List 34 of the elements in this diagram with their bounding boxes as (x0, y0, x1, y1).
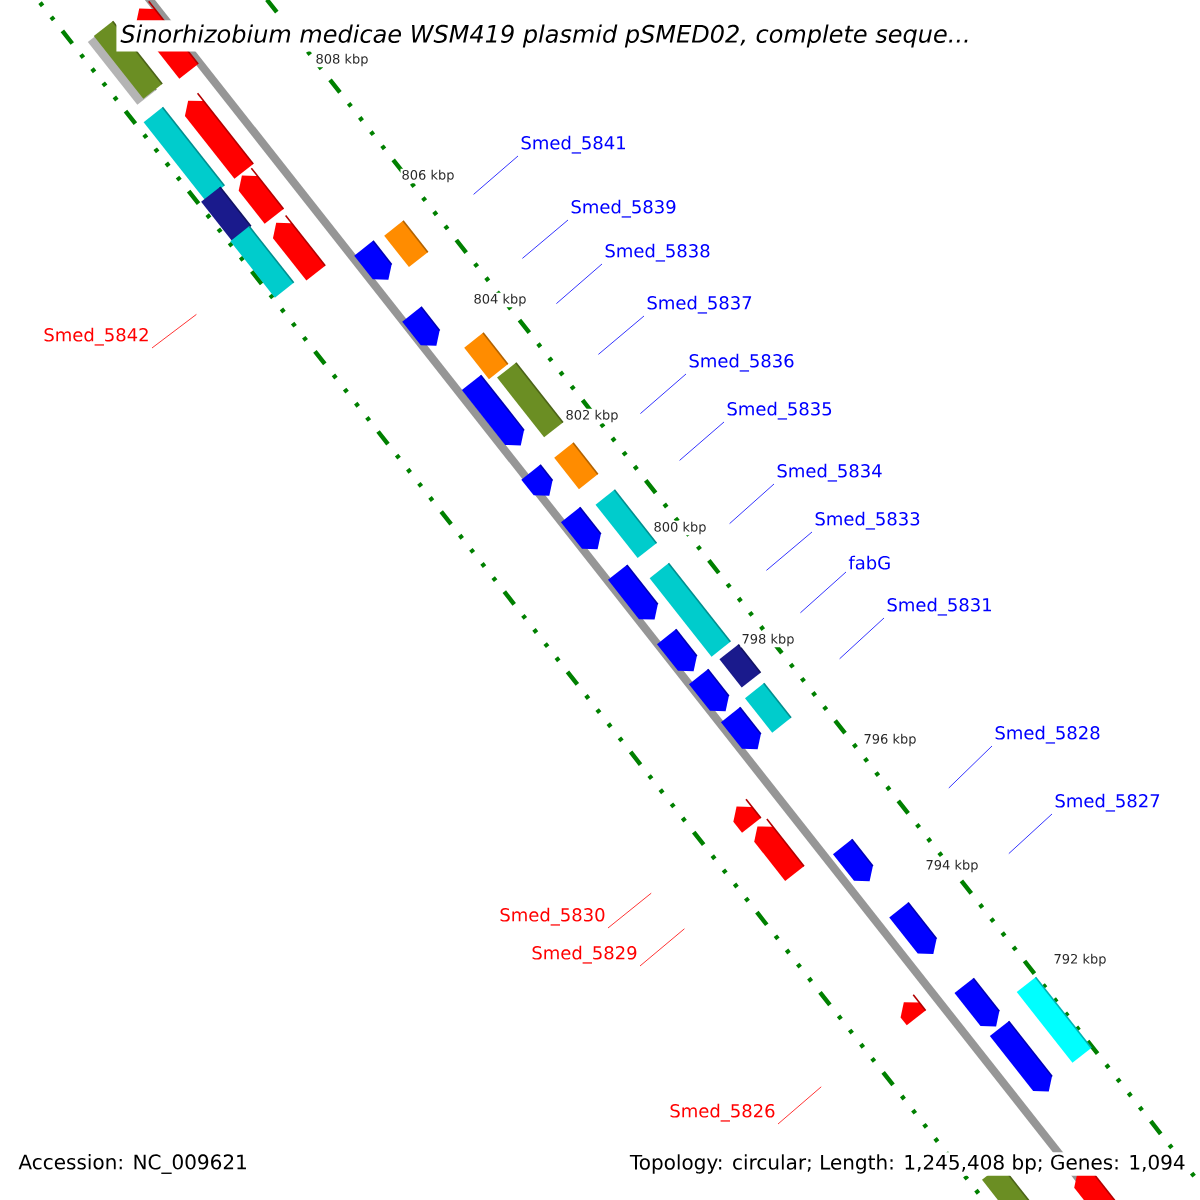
gene-label: fabG (848, 555, 890, 570)
summary-text: Topology: circular; Length: 1,245,408 bp; Genes: 1,094 (627, 1152, 1188, 1176)
leader-line (800, 571, 847, 614)
gene-label: Smed_5828 (995, 725, 1100, 744)
gene-label: Smed_5826 (670, 1103, 775, 1122)
leader-line (522, 219, 569, 259)
gene-label: Smed_5833 (815, 511, 920, 530)
gene-label: Smed_5836 (689, 353, 794, 372)
leader-line (766, 531, 813, 571)
leader-line (729, 483, 775, 524)
accession-text: Accession: NC_009621 (16, 1152, 250, 1176)
gene-label: Smed_5837 (647, 295, 752, 314)
leader-line (948, 745, 993, 789)
gene-label: Smed_5830 (500, 907, 605, 926)
gene-label: Smed_5839 (571, 199, 676, 218)
leader-line (473, 155, 519, 195)
gene-label: Smed_5831 (887, 597, 991, 616)
gene-label: Smed_5838 (605, 243, 710, 262)
gene-label: Smed_5827 (1055, 793, 1160, 812)
leader-line (1008, 813, 1053, 854)
gene-label: Smed_5835 (727, 401, 832, 420)
leader-line (598, 315, 645, 355)
leader-line (607, 892, 652, 929)
gene-label: Smed_5829 (532, 945, 637, 964)
leader-line (639, 928, 685, 967)
leader-line (839, 617, 885, 660)
leader-line (679, 421, 725, 461)
leader-line (777, 1086, 822, 1125)
gene-label: Smed_5841 (521, 135, 625, 154)
leader-line (640, 373, 687, 414)
leader-line (151, 314, 197, 349)
gene-label: Smed_5842 (44, 327, 148, 346)
leader-line (556, 263, 603, 304)
gene-label: Smed_5834 (777, 463, 882, 482)
